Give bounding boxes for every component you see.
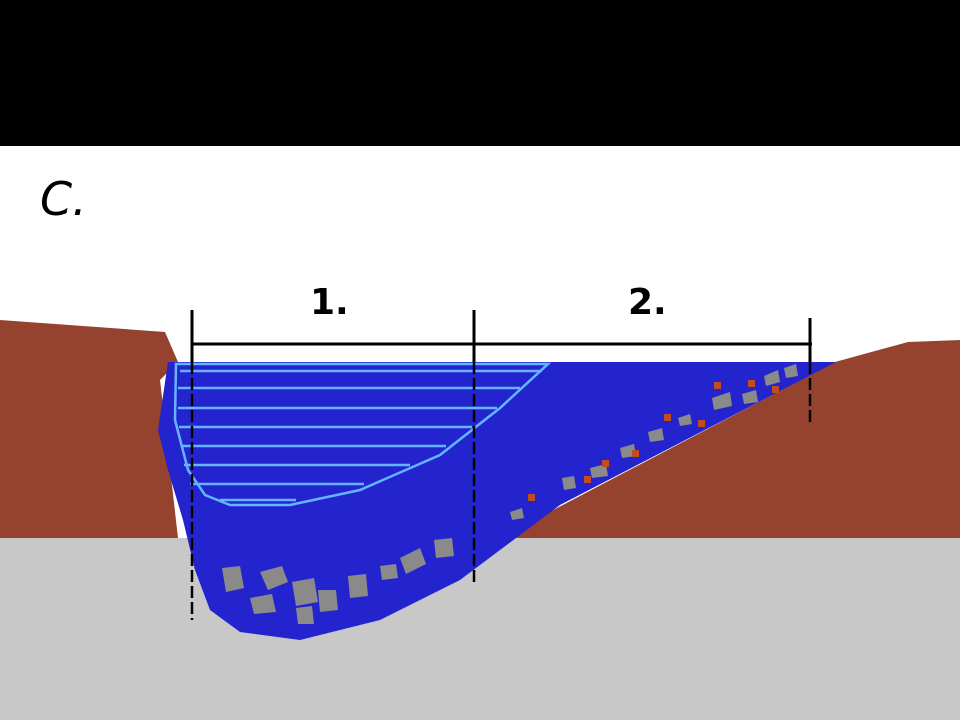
panel-label: C. bbox=[40, 172, 87, 226]
ice-layer-lines bbox=[178, 369, 542, 502]
soil-layer bbox=[0, 320, 960, 538]
bedrock-layer bbox=[0, 538, 960, 720]
section-label-2: 2. bbox=[628, 282, 667, 323]
top-black-bar bbox=[0, 0, 960, 146]
basal-debris bbox=[222, 364, 798, 624]
stratified-ice-outline bbox=[173, 362, 552, 507]
rock-fragments bbox=[528, 380, 779, 501]
section-label-1: 1. bbox=[310, 282, 349, 323]
dimension-markers bbox=[190, 310, 812, 620]
ice-body bbox=[158, 362, 836, 640]
